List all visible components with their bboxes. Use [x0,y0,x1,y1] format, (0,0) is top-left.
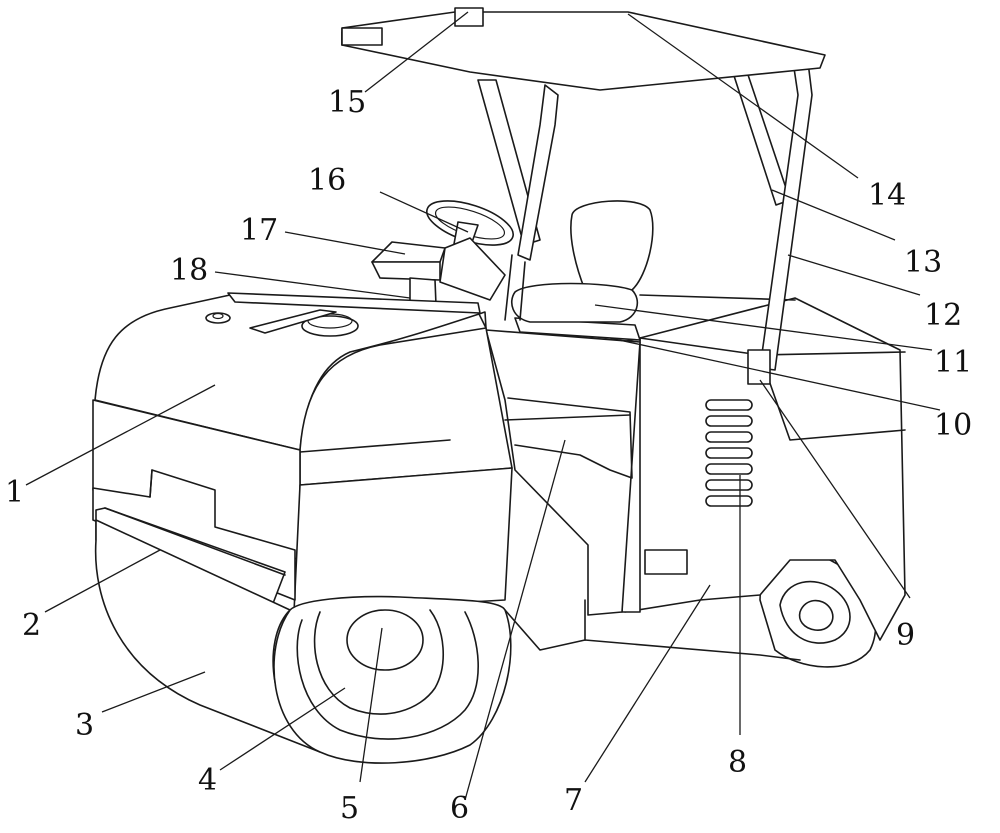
label-16: 16 [308,163,346,198]
canopy-frame [477,44,813,385]
label-18: 18 [170,253,208,288]
label-10: 10 [934,408,972,443]
seat [511,200,654,341]
label-1: 1 [5,475,24,510]
front-drum [94,519,512,764]
canopy-roof [341,7,826,91]
label-13: 13 [904,245,942,280]
middle-frame [485,329,641,616]
label-2: 2 [22,608,41,643]
label-17: 17 [240,213,278,248]
label-9: 9 [896,618,915,653]
reference-numerals: 1 2 3 4 5 6 7 8 9 10 11 12 13 14 15 16 1… [5,85,972,826]
label-5: 5 [340,791,359,826]
drum-axle-hub [346,609,424,671]
label-15: 15 [328,85,366,120]
front-hood [94,292,513,486]
steering [371,200,514,306]
louver-vent [705,399,753,507]
label-8: 8 [728,745,747,780]
label-6: 6 [450,791,469,826]
label-4: 4 [198,763,217,798]
label-3: 3 [75,708,94,743]
roof-lamp [454,7,484,27]
label-14: 14 [868,178,906,213]
label-7: 7 [564,783,583,818]
label-12: 12 [924,298,962,333]
leader-lines [25,11,941,801]
label-11: 11 [934,345,972,380]
